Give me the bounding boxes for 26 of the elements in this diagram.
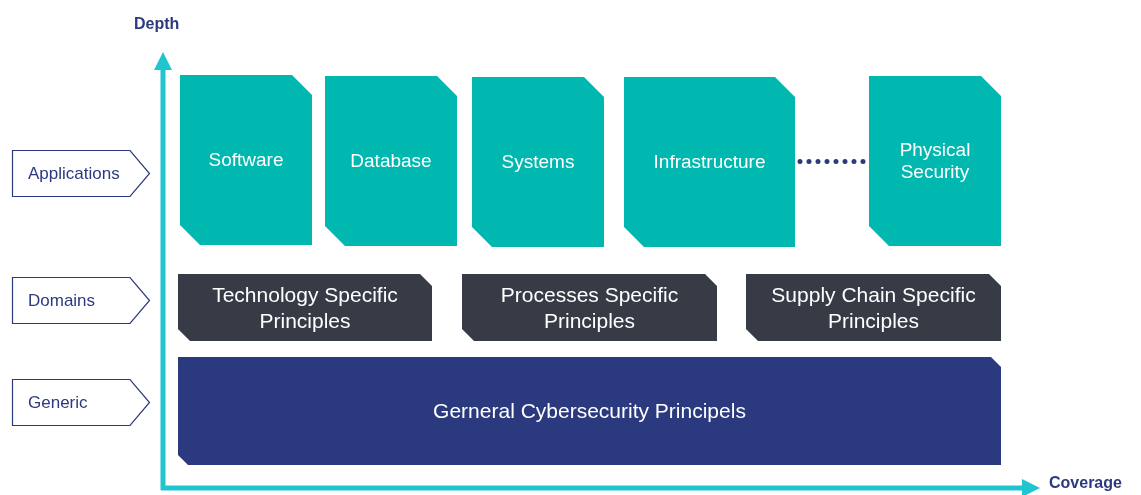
block-text: Technology Specific Principles [211,282,399,333]
block-text: Supply Chain Specific Principles [770,282,977,333]
axis-label: Depth [134,15,180,33]
block-text: Physical Security [898,139,972,183]
domain-block [178,274,432,341]
block-text: Domains [28,290,96,311]
domain-block [746,274,1001,341]
level-tag [12,150,150,197]
axis-label: Coverage [1049,474,1122,492]
block-text: Systems [501,151,575,173]
block-text: Infrastructure [653,151,766,173]
level-tag [12,277,150,324]
level-tag [12,379,150,426]
block-text: Database [350,150,432,172]
application-block [325,76,457,246]
block-text: Gerneral Cybersecurity Principels [433,399,746,423]
foundation-block [178,357,1001,465]
application-block [472,77,604,247]
block-text: Generic [28,392,88,413]
application-block [624,77,795,247]
application-block [180,75,312,245]
block-text: Software [208,149,284,171]
block-text: Applications [28,163,120,184]
application-block [869,76,1001,246]
domain-block [462,274,717,341]
block-text: Processes Specific Principles [499,282,680,333]
